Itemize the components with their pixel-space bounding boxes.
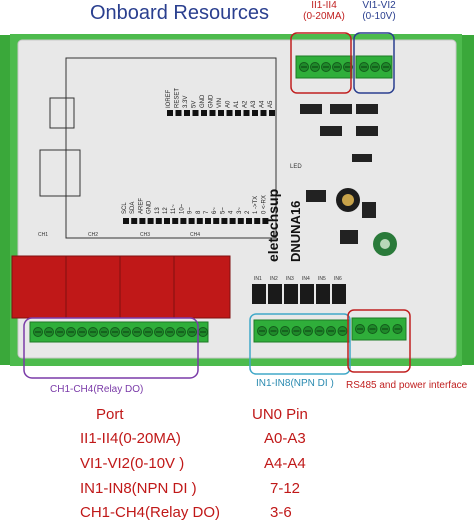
pin-label: A1 bbox=[234, 100, 240, 108]
ch-label: CH1 bbox=[38, 232, 48, 238]
in-label: IN3 bbox=[286, 276, 294, 282]
pin-label: 8 bbox=[196, 210, 202, 214]
pin-label: 7 bbox=[204, 210, 210, 214]
pin-label: 3.3V bbox=[183, 96, 189, 108]
pin-label: SDA bbox=[130, 202, 136, 214]
relay-caption: CH1-CH4(Relay DO) bbox=[50, 384, 144, 395]
pin-label: A3 bbox=[251, 100, 257, 108]
pin-label: GND bbox=[209, 94, 215, 108]
ch-label: CH4 bbox=[190, 232, 200, 238]
pin-label: AREF bbox=[138, 198, 144, 214]
pin-label: 0 <-RX bbox=[261, 195, 267, 214]
pin-label: 2 bbox=[245, 210, 251, 214]
pin-label: A0 bbox=[226, 100, 232, 108]
in-label: IN5 bbox=[318, 276, 326, 282]
pin-label: 9~ bbox=[188, 207, 194, 214]
pin-label: 12 bbox=[163, 207, 169, 214]
led-label: LED bbox=[290, 164, 302, 170]
vi-unit-text: (0-10V) bbox=[362, 11, 396, 22]
in-label: IN2 bbox=[270, 276, 278, 282]
table-row-port: IN1-IN8(NPN DI ) bbox=[80, 480, 197, 497]
pin-label: IOREF bbox=[166, 89, 172, 108]
table-row-pin: A4-A4 bbox=[264, 455, 306, 472]
in-label: IN4 bbox=[302, 276, 310, 282]
vi-highlight-frame bbox=[353, 32, 395, 94]
usb-outline bbox=[39, 149, 81, 197]
table-row-port: VI1-VI2(0-10V ) bbox=[80, 455, 185, 472]
ii-callout-label: II1-II4 (0-20MA) bbox=[294, 0, 354, 22]
table-header-port: Port bbox=[96, 406, 124, 423]
table-row-port: CH1-CH4(Relay DO) bbox=[80, 504, 221, 521]
ii-unit-text: (0-20MA) bbox=[303, 11, 345, 22]
pin-label: 13 bbox=[155, 207, 161, 214]
model-text: DNUNA16 bbox=[288, 201, 303, 262]
ch-label: CH2 bbox=[88, 232, 98, 238]
relay-ch4 bbox=[173, 255, 231, 319]
relay-ch2 bbox=[65, 255, 123, 319]
pin-label: A4 bbox=[260, 100, 266, 108]
pin-label: VIN bbox=[217, 98, 223, 108]
in-label: IN6 bbox=[334, 276, 342, 282]
ii-range-text: II1-II4 bbox=[311, 0, 337, 11]
pin-label: SCL bbox=[122, 202, 128, 214]
ch-label: CH3 bbox=[140, 232, 150, 238]
npn-highlight-frame bbox=[249, 313, 351, 375]
pin-label: GND bbox=[200, 94, 206, 108]
pin-label: 11~ bbox=[171, 204, 177, 214]
relay-bank bbox=[11, 255, 231, 319]
table-row-pin: A0-A3 bbox=[264, 430, 306, 447]
pin-label: 10~ bbox=[179, 203, 185, 214]
power-jack-outline bbox=[49, 97, 75, 129]
pin-label: 4 bbox=[229, 210, 235, 214]
pin-label: RESET bbox=[175, 88, 181, 108]
rs485-caption: RS485 and power interface bbox=[346, 380, 468, 391]
pin-label: A2 bbox=[243, 100, 249, 108]
brand-text: eletechsup bbox=[265, 189, 281, 262]
table-row-port: II1-II4(0-20MA) bbox=[80, 430, 181, 447]
npn-caption: IN1-IN8(NPN DI ) bbox=[256, 378, 334, 389]
chip-group bbox=[300, 104, 378, 244]
relay-ch1 bbox=[11, 255, 69, 319]
uno-outline bbox=[65, 57, 277, 239]
pin-label: 5V bbox=[192, 101, 198, 108]
page-title: Onboard Resources bbox=[90, 2, 269, 24]
rs485-terminal-block bbox=[351, 317, 407, 341]
pin-label: 3~ bbox=[237, 207, 243, 214]
table-row-pin: 7-12 bbox=[270, 480, 301, 497]
table-row-pin: 3-6 bbox=[270, 504, 292, 521]
vi-callout-label: VI1-VI2 (0-10V) bbox=[354, 0, 404, 22]
in-label: IN1 bbox=[254, 276, 262, 282]
relay-ch3 bbox=[119, 255, 177, 319]
relay-highlight-frame bbox=[23, 317, 199, 379]
rs485-highlight-frame bbox=[347, 309, 411, 373]
pin-label: GND bbox=[147, 200, 153, 214]
pin-label: A5 bbox=[268, 100, 274, 108]
inductor bbox=[362, 202, 376, 218]
table-header-pin: UN0 Pin bbox=[252, 406, 308, 423]
vi-range-text: VI1-VI2 bbox=[362, 0, 396, 11]
optocoupler-row bbox=[252, 284, 346, 304]
ii-highlight-frame bbox=[290, 32, 352, 94]
pin-label: 6~ bbox=[212, 207, 218, 214]
pin-label: 5~ bbox=[220, 207, 226, 214]
pin-label: 1 ->TX bbox=[253, 196, 259, 214]
